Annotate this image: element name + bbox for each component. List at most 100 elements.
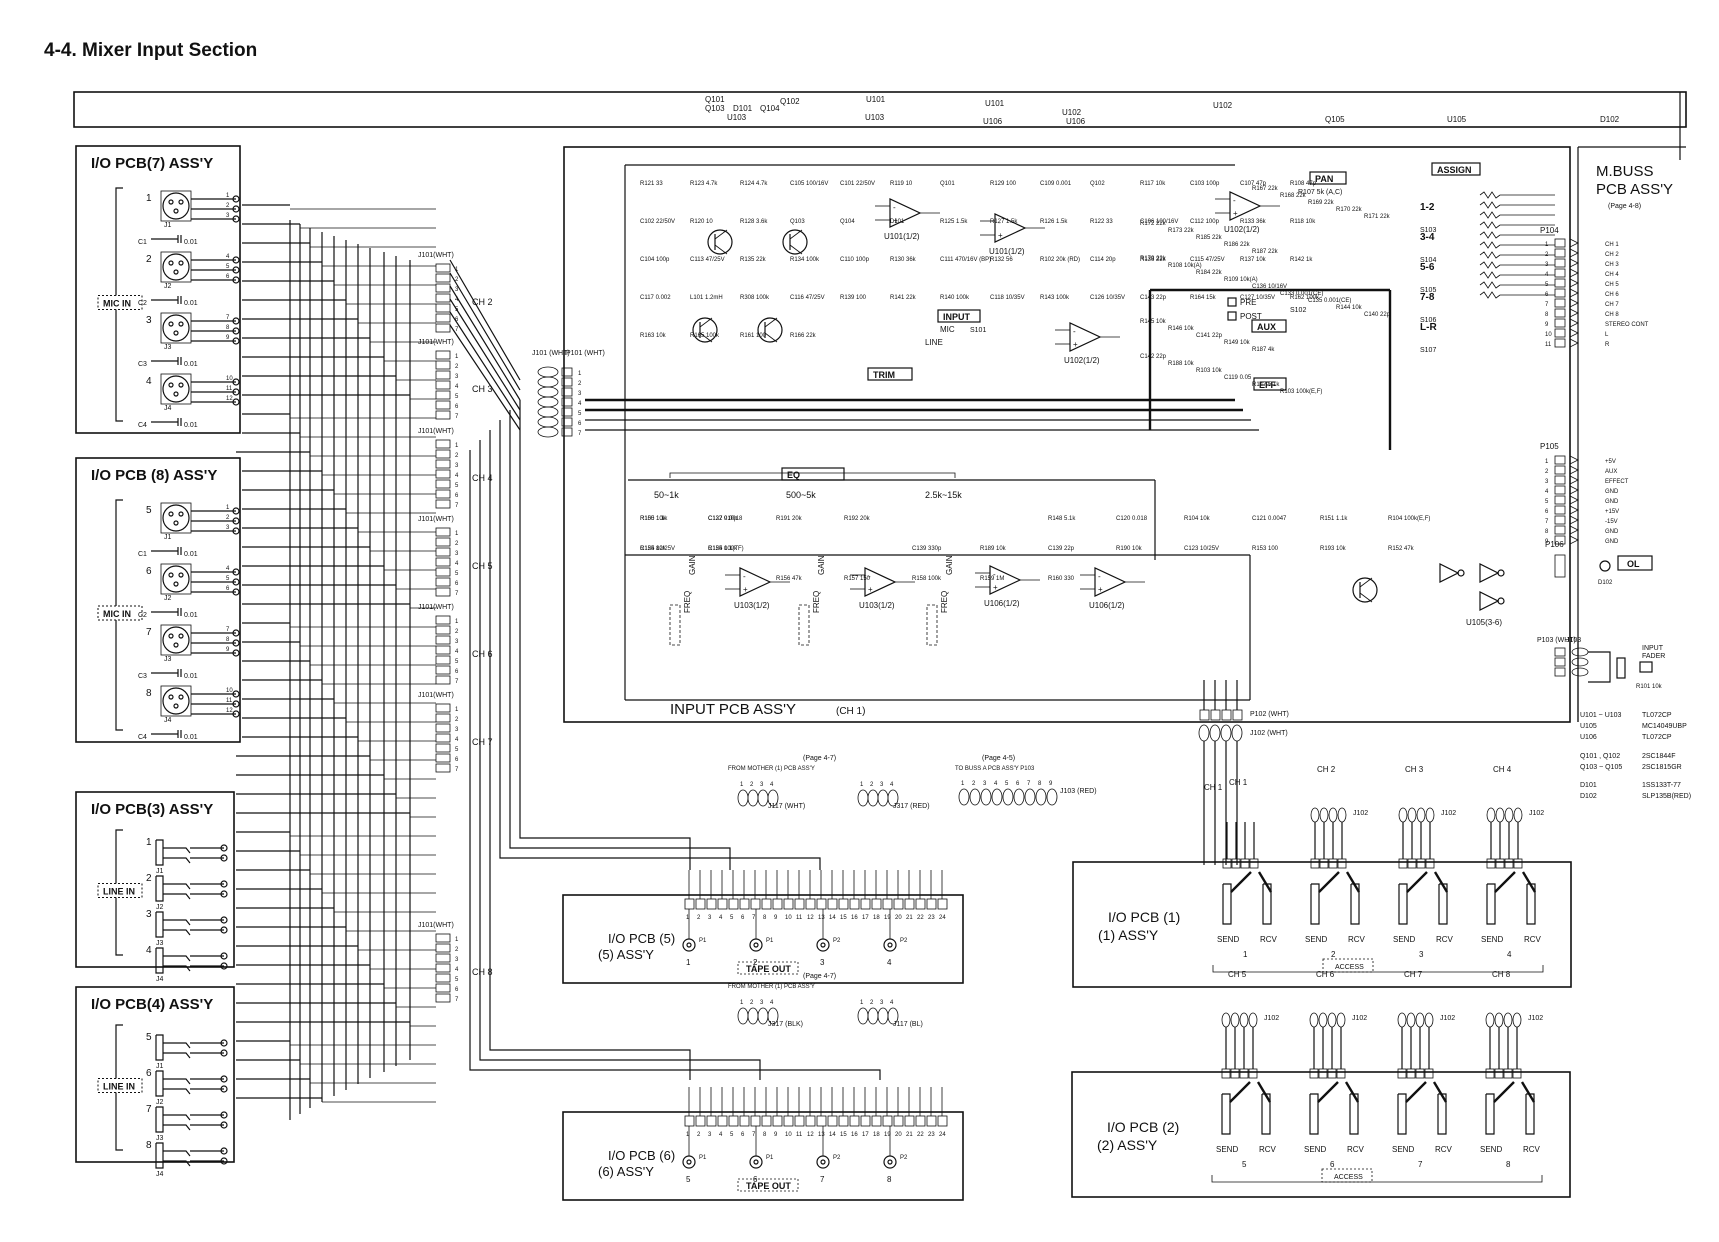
fader-label: INPUT bbox=[1642, 645, 1664, 652]
resistor-icon bbox=[1479, 281, 1501, 289]
opamp-pin: - bbox=[893, 203, 896, 212]
connector-pin bbox=[867, 789, 879, 807]
xlr-pin bbox=[168, 633, 174, 639]
connector-pin bbox=[1230, 1068, 1240, 1079]
connector-arrow bbox=[1569, 278, 1579, 288]
pin-number: 21 bbox=[906, 1132, 913, 1138]
connector-pin bbox=[435, 675, 451, 685]
fader-icon bbox=[1616, 657, 1626, 679]
pin-number: 8 bbox=[226, 325, 230, 331]
board-frame bbox=[75, 986, 235, 1163]
connector-pin bbox=[1554, 268, 1566, 278]
connector-pin bbox=[937, 1115, 948, 1127]
pin-number: 2 bbox=[750, 782, 754, 788]
pin-number: 3 bbox=[880, 782, 884, 788]
connector-arrow bbox=[1569, 238, 1579, 248]
pin-number: 13 bbox=[818, 915, 825, 921]
connector-pin bbox=[1221, 1068, 1231, 1079]
jack-spring bbox=[163, 1114, 191, 1121]
connector-ref: J117 (BL) bbox=[893, 1021, 923, 1028]
rca-jack-icon bbox=[883, 1155, 897, 1169]
parts-value: 2SC1815GR bbox=[1642, 764, 1682, 771]
component-ref: R142 1k bbox=[1290, 257, 1313, 263]
connector-ref: J101(WHT) bbox=[418, 339, 454, 346]
switch-ref: S107 bbox=[1420, 347, 1436, 354]
left-wiring bbox=[236, 204, 881, 1120]
connector-pin bbox=[1513, 807, 1523, 823]
plug-ref: P1 bbox=[699, 938, 707, 944]
connector-pin bbox=[1327, 1068, 1337, 1079]
plug-ref: P2 bbox=[900, 938, 908, 944]
component-ref: R120 10 bbox=[690, 219, 713, 225]
pin-number: 16 bbox=[851, 1132, 858, 1138]
board-name: (5) ASS'Y bbox=[598, 947, 654, 962]
pin-number: 9 bbox=[226, 647, 230, 653]
phone-jack-icon bbox=[155, 1034, 164, 1061]
plug-ref: P1 bbox=[699, 1155, 707, 1161]
bundle-to-main bbox=[449, 311, 521, 421]
xlr-pin bbox=[173, 269, 179, 275]
pin-terminal bbox=[232, 205, 240, 213]
component-ref: R154 100k bbox=[708, 546, 738, 552]
rca-center bbox=[753, 1159, 759, 1165]
component-ref: R140 100k bbox=[940, 295, 970, 301]
pin-number: 2 bbox=[870, 1000, 874, 1006]
block-label: INPUT bbox=[943, 312, 971, 322]
connector-ref: J101 (WHT) bbox=[532, 350, 570, 357]
connector-pin bbox=[1495, 858, 1505, 869]
connector-pin bbox=[757, 789, 769, 807]
component-ref: R139 100 bbox=[840, 295, 867, 301]
component-ref: R135 22k bbox=[740, 257, 767, 263]
pin-terminal bbox=[220, 1039, 228, 1047]
connector-pin bbox=[877, 1007, 889, 1025]
connector-pin bbox=[537, 386, 559, 398]
connector-pin bbox=[1554, 278, 1566, 288]
cap-value: 0.01 bbox=[184, 673, 198, 680]
tape-board: I/O PCB (6)(6) ASS'Y(Page 4-7)FROM MOTHE… bbox=[562, 973, 964, 1201]
pin-number: 1 bbox=[455, 267, 459, 273]
component-ref: C113 47/25V bbox=[690, 257, 725, 263]
opamp-ref: U105(3-6) bbox=[1466, 618, 1502, 627]
output-number: 4 bbox=[887, 958, 892, 967]
xlr-jack-icon bbox=[162, 314, 190, 342]
bundle-to-main bbox=[449, 285, 521, 401]
pin-terminal bbox=[232, 337, 240, 345]
component-ref: C133 0.001(CE) bbox=[1280, 291, 1323, 297]
component-ref: R125 1.5k bbox=[940, 219, 968, 225]
pin-number: 5 bbox=[730, 915, 734, 921]
component-ref: L101 1.2mH bbox=[690, 295, 723, 301]
connector-ref: P105 bbox=[1540, 442, 1559, 451]
parts-ref: Q103 ~ Q105 bbox=[1580, 764, 1622, 771]
pin-number: 7 bbox=[752, 915, 756, 921]
pin-number: 1 bbox=[455, 937, 459, 943]
connector-pin bbox=[695, 1115, 706, 1127]
connector-pin bbox=[827, 1115, 838, 1127]
connector-pin bbox=[537, 396, 559, 408]
pin-number: 9 bbox=[1049, 781, 1053, 787]
xlr-pin bbox=[178, 199, 184, 205]
opamp-pin: + bbox=[868, 585, 873, 594]
send-label: SEND bbox=[1393, 935, 1415, 944]
connector-pin bbox=[1221, 709, 1232, 721]
opamp-pin: - bbox=[868, 572, 871, 581]
jack-spring bbox=[163, 1124, 191, 1131]
pin-terminal bbox=[232, 649, 240, 657]
channel-number: 2 bbox=[146, 254, 152, 265]
pin-number: 2 bbox=[455, 947, 459, 953]
connector-ref: J101(WHT) bbox=[418, 428, 454, 435]
connector-pin bbox=[435, 479, 451, 489]
connector-ref: J117 (WHT) bbox=[768, 803, 805, 810]
pin-number: 3 bbox=[578, 391, 582, 397]
channel-number: 2 bbox=[146, 873, 152, 884]
connector-ref: P106 bbox=[1545, 540, 1564, 549]
pin-number: 6 bbox=[1545, 292, 1549, 298]
connector-pin bbox=[1415, 1012, 1425, 1028]
connector-pin bbox=[1406, 1068, 1416, 1079]
connector-pin bbox=[1249, 858, 1259, 869]
pin-number: 11 bbox=[1545, 342, 1552, 348]
connector-pin bbox=[1046, 788, 1058, 806]
transistor-lead bbox=[714, 229, 728, 240]
return-wire bbox=[489, 430, 691, 1080]
pot-icon bbox=[798, 604, 810, 646]
